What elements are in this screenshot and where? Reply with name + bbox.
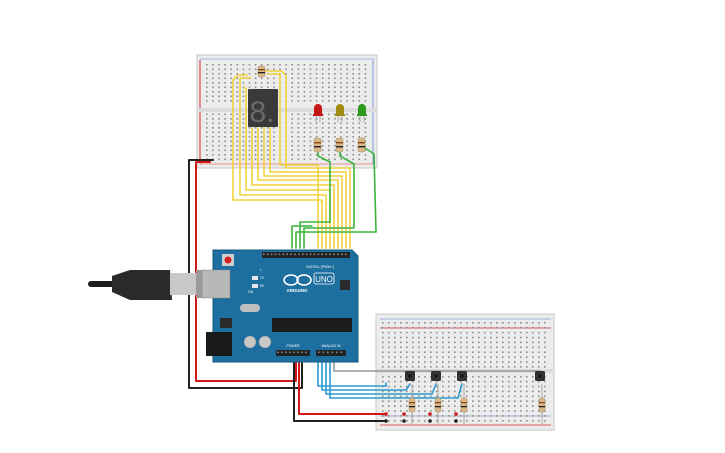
wires-blue [317, 356, 463, 399]
board-model: UNO [315, 275, 333, 284]
bottom-breadboard-holes [382, 322, 546, 422]
pulldown-resistor-3[interactable] [460, 384, 468, 424]
analog-header [316, 350, 346, 356]
resistor-led-3 [357, 137, 366, 153]
wire-red-5v [195, 161, 297, 382]
push-button-3[interactable] [457, 371, 467, 381]
pulldown-resistor-2[interactable] [434, 384, 442, 424]
arduino-logo-icon [283, 274, 312, 286]
push-buttons [405, 371, 545, 381]
resistor-led-1 [313, 137, 322, 153]
led-group [313, 104, 367, 122]
l-label: L [260, 268, 262, 272]
wires-yellow [232, 70, 351, 249]
push-button-1[interactable] [405, 371, 415, 381]
seven-segment-display[interactable]: 8. [248, 89, 278, 129]
atmega-chip [272, 318, 352, 332]
bottom-wire-ends [384, 412, 458, 423]
rx-label: RX [260, 284, 265, 288]
pulldown-resistor-4[interactable] [538, 384, 546, 424]
resistor-led-2 [335, 137, 344, 153]
wire-black-gnd [188, 159, 303, 389]
board-brand: ARDUINO [287, 288, 308, 293]
push-button-4[interactable] [535, 371, 545, 381]
tx-label: TX [260, 276, 265, 280]
wire-red-bottom [298, 356, 387, 415]
led-resistors [313, 137, 366, 153]
led-1[interactable] [313, 104, 323, 122]
wires-green [291, 145, 377, 249]
pulldown-resistor-1[interactable] [408, 384, 416, 424]
power-label: POWER [286, 344, 300, 348]
led-3[interactable] [357, 104, 367, 122]
arduino-uno-board[interactable]: ARDUINO UNO DIGITAL (PWM~) POWER ANALOG … [201, 249, 359, 363]
top-breadboard[interactable] [196, 54, 378, 169]
analog-label: ANALOG IN [321, 344, 341, 348]
on-label: ON [248, 290, 254, 294]
header-pins [263, 253, 347, 354]
bottom-resistors [408, 384, 546, 424]
display-digit: 8. [249, 96, 274, 129]
wire-black-bottom [293, 356, 387, 422]
top-resistor[interactable] [257, 65, 266, 78]
digital-label: DIGITAL (PWM~) [306, 265, 334, 269]
led-2[interactable] [335, 104, 345, 122]
push-button-2[interactable] [431, 371, 441, 381]
